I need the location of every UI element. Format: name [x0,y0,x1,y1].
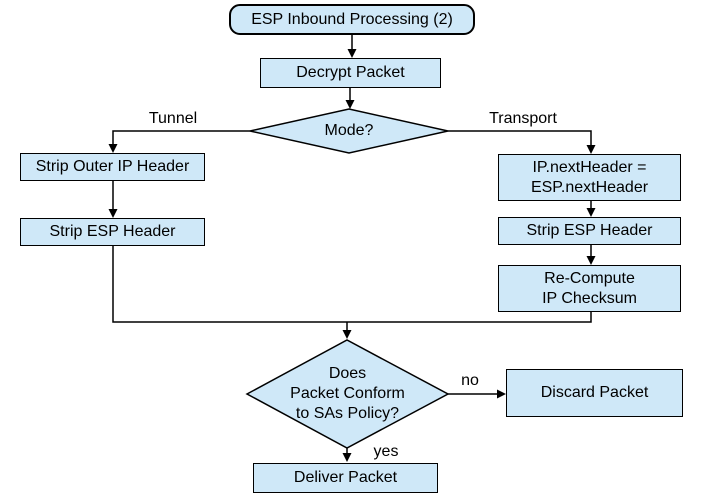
node-recompute-ip-checksum-line1: Re-Compute [544,269,635,287]
node-strip-outer-ip-header: Strip Outer IP Header [20,153,205,181]
mode-decision-shape [249,108,449,154]
node-decrypt-packet-label: Decrypt Packet [296,64,405,81]
arrowheads [108,49,596,462]
node-policy-decision-line3: to SAs Policy? [295,405,400,422]
edge-label-tunnel: Tunnel [148,110,198,127]
arrowhead-to-nextheader [586,145,596,154]
node-recompute-ip-checksum-line2: IP Checksum [542,289,637,307]
node-decrypt-packet: Decrypt Packet [260,58,441,88]
node-policy-decision-line2: Packet Conform [290,385,405,402]
edge-label-transport: Transport [489,110,557,127]
node-esp-inbound-processing: ESP Inbound Processing (2) [229,4,475,35]
node-strip-esp-header-tunnel: Strip ESP Header [20,218,205,246]
node-policy-decision: Does Packet Conform to SAs Policy? [247,340,448,448]
arrowhead-to-deliver [342,453,352,462]
edge-label-yes: yes [373,443,399,460]
edge-label-no: no [461,372,479,389]
arrowhead-to-mode [345,100,355,109]
node-mode-decision-label: Mode? [324,122,374,139]
arrowhead-to-strip-esp-right [586,208,596,217]
node-policy-decision-line1: Does [328,365,367,382]
policy-decision-shape [245,339,450,449]
node-mode-decision: Mode? [250,109,448,153]
node-deliver-packet: Deliver Packet [253,463,438,493]
arrowhead-to-recompute [586,256,596,265]
node-strip-esp-header-transport: Strip ESP Header [498,217,681,245]
arrowhead-to-decrypt [347,49,357,58]
node-set-next-header-line1: IP.nextHeader = [532,158,647,176]
node-strip-esp-header-transport-label: Strip ESP Header [526,222,653,239]
node-discard-packet-label: Discard Packet [540,384,649,401]
arrowhead-to-discard [497,389,506,399]
arrowhead-to-policy [342,330,352,339]
node-set-next-header: IP.nextHeader = ESP.nextHeader [498,154,681,201]
node-deliver-packet-label: Deliver Packet [293,469,398,486]
node-strip-outer-ip-header-label: Strip Outer IP Header [35,158,190,175]
connector-lines [112,35,592,455]
arrowhead-to-strip-esp-left [108,209,118,218]
node-discard-packet: Discard Packet [506,369,683,417]
node-recompute-ip-checksum: Re-Compute IP Checksum [498,265,681,312]
arrowhead-to-strip-outer [108,144,118,153]
node-esp-inbound-processing-label: ESP Inbound Processing (2) [251,10,453,28]
node-set-next-header-line2: ESP.nextHeader [530,178,649,196]
node-strip-esp-header-tunnel-label: Strip ESP Header [49,223,176,240]
